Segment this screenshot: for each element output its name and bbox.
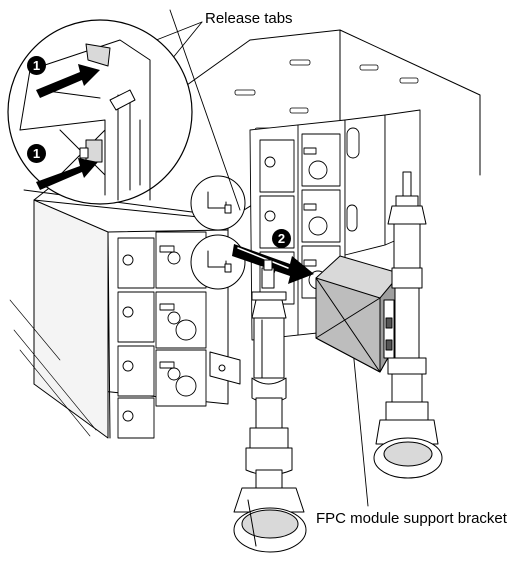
- mount-plate: [209, 351, 241, 385]
- step-1-badge-upper: 1: [27, 56, 46, 75]
- release-tab-circles: [190, 175, 246, 290]
- support-bracket: [315, 255, 396, 373]
- support-stand-rear: [373, 171, 443, 479]
- release-tabs-label: Release tabs: [205, 10, 293, 27]
- step-2-badge: 2: [272, 229, 291, 248]
- bracket-label: FPC module support bracket: [316, 510, 507, 527]
- arrow-press-upper: [36, 64, 100, 98]
- fan-modules-left: [117, 231, 207, 439]
- arrow-press-lower: [36, 158, 98, 190]
- support-stand-front: [233, 259, 307, 553]
- step-1-badge-lower: 1: [27, 144, 46, 163]
- zoom-detail: [7, 19, 193, 205]
